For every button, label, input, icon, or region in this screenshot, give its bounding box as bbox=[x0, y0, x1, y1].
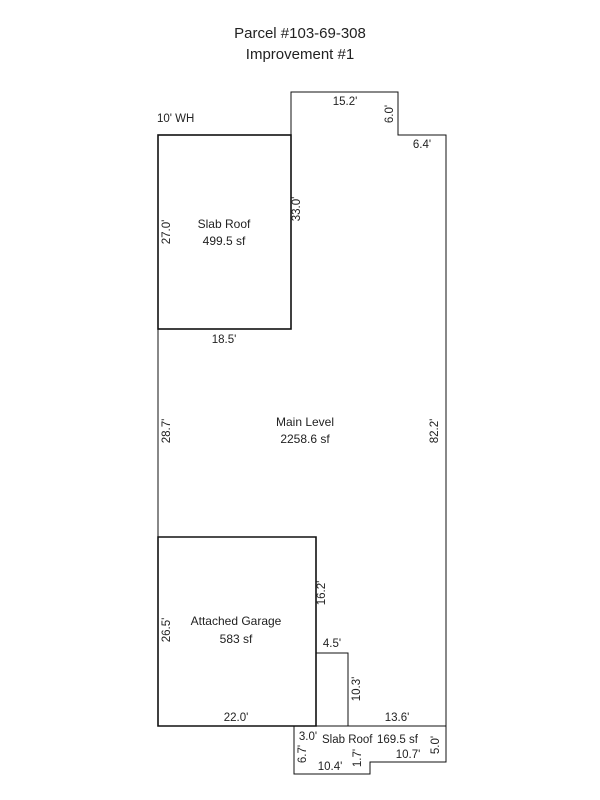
dim-18-5: 18.5' bbox=[212, 334, 237, 346]
parcel-title: Parcel #103-69-308 bbox=[234, 25, 366, 42]
slab-roof-bottom-outline bbox=[293, 725, 447, 775]
slab-roof-top-name: Slab Roof bbox=[198, 217, 251, 231]
slab-roof-top-size: 499.5 sf bbox=[203, 234, 246, 248]
dim-10-3: 10.3' bbox=[351, 677, 363, 702]
dim-1-7: 1.7' bbox=[352, 749, 364, 767]
attached-garage-size: 583 sf bbox=[220, 632, 253, 646]
dim-10-7: 10.7' bbox=[396, 749, 421, 761]
slab-roof-bottom-size: 169.5 sf bbox=[377, 734, 419, 746]
dim-33-0: 33.0' bbox=[291, 197, 303, 222]
dim-4-5: 4.5' bbox=[323, 638, 341, 650]
dim-6-7: 6.7' bbox=[297, 745, 309, 763]
wh-note: 10' WH bbox=[157, 113, 194, 125]
dim-6-0: 6.0' bbox=[384, 105, 396, 123]
slab-roof-bottom-name: Slab Roof bbox=[322, 734, 373, 746]
dim-3-0: 3.0' bbox=[299, 731, 317, 743]
improvement-subtitle: Improvement #1 bbox=[245, 46, 355, 63]
dim-28-7: 28.7' bbox=[161, 419, 173, 444]
main-level-size: 2258.6 sf bbox=[280, 432, 330, 446]
dim-82-2: 82.2' bbox=[429, 419, 441, 444]
main-level-name: Main Level bbox=[276, 415, 334, 429]
dim-16-2: 16.2' bbox=[316, 581, 328, 606]
dim-6-4: 6.4' bbox=[413, 139, 431, 151]
dim-10-4: 10.4' bbox=[318, 761, 343, 773]
attached-garage-name: Attached Garage bbox=[191, 614, 282, 628]
dim-5-0: 5.0' bbox=[430, 736, 442, 754]
dim-26-5: 26.5' bbox=[161, 618, 173, 643]
dim-15-2: 15.2' bbox=[333, 96, 358, 108]
main-level-outline bbox=[157, 91, 447, 727]
dim-22-0: 22.0' bbox=[224, 712, 249, 724]
dim-27-0: 27.0' bbox=[161, 220, 173, 245]
slab-roof-top-outline bbox=[157, 134, 292, 330]
dim-13-6: 13.6' bbox=[385, 712, 410, 724]
